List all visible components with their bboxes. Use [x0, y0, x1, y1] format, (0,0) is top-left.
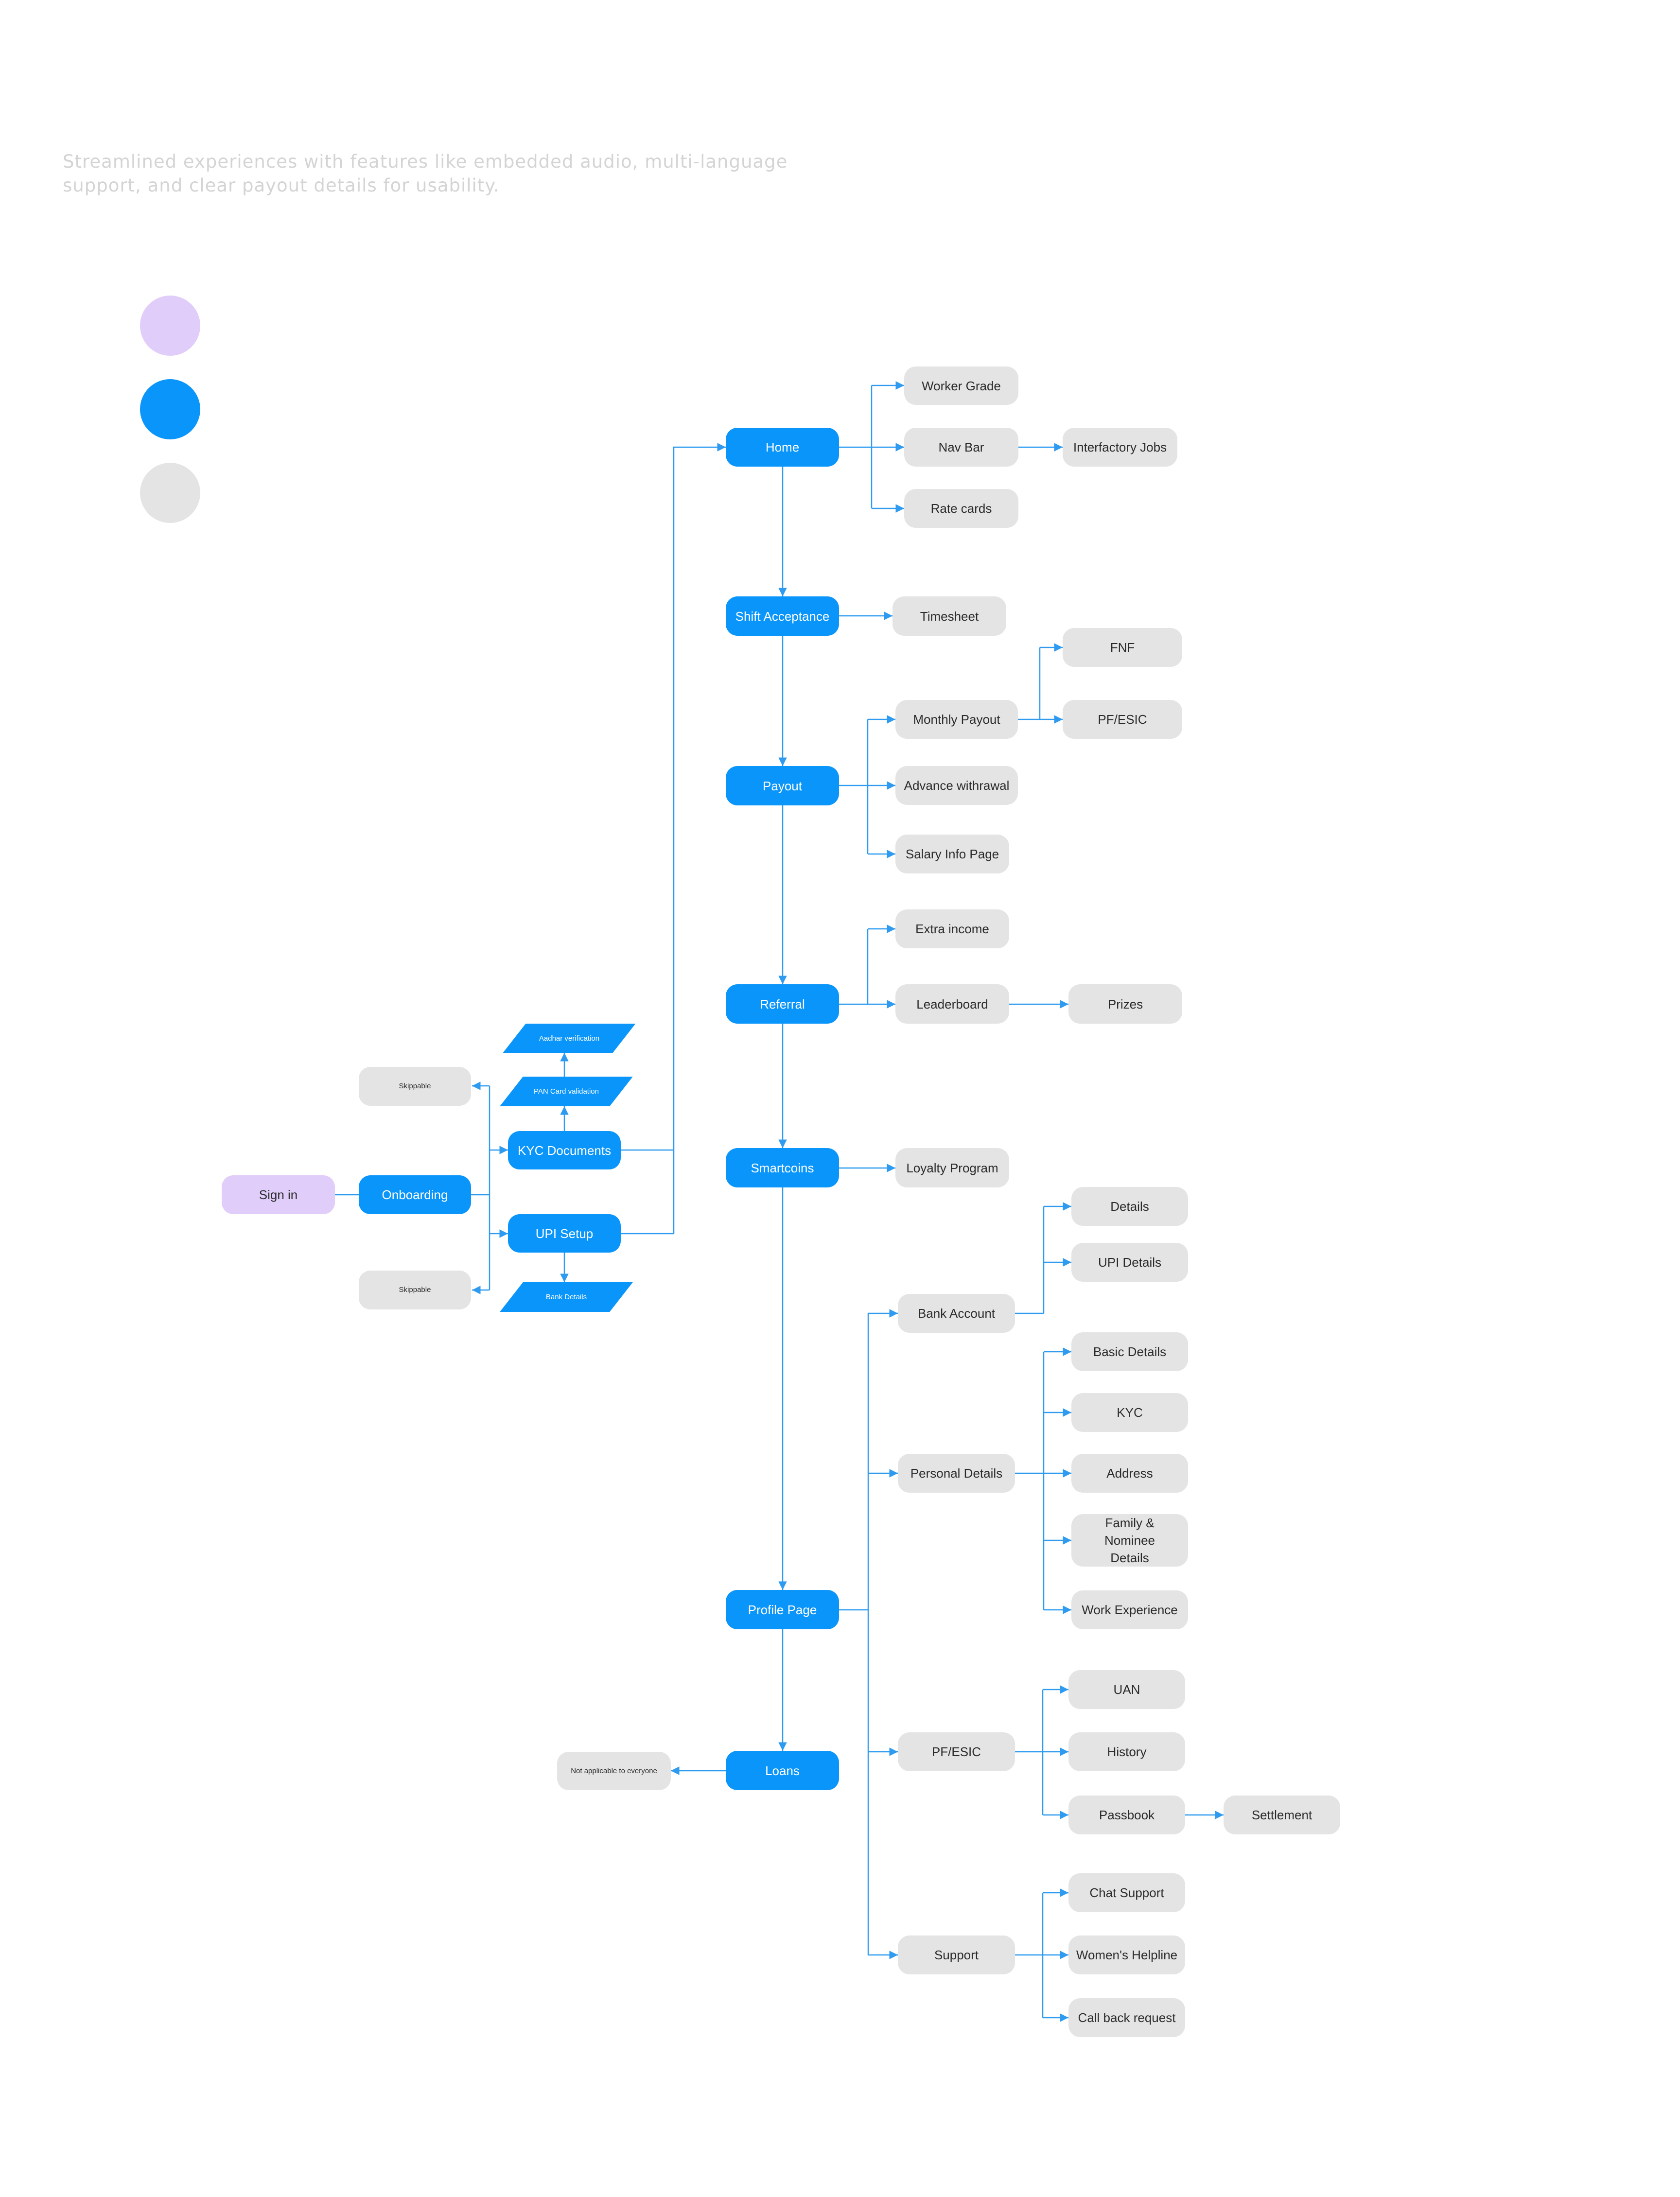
leaderboard-node[interactable]: Leaderboard: [895, 984, 1009, 1024]
pan-card-validation-node: PAN Card validation: [500, 1077, 633, 1106]
skippable-bottom-node: Skippable: [359, 1271, 471, 1309]
kyc-node[interactable]: KYC: [1071, 1393, 1188, 1432]
intro-text: Streamlined experiences with features li…: [63, 151, 788, 196]
kyc-documents-node[interactable]: KYC Documents: [508, 1131, 621, 1169]
timesheet-node[interactable]: Timesheet: [892, 596, 1006, 636]
payout-node[interactable]: Payout: [726, 766, 839, 805]
interfactory-jobs-node[interactable]: Interfactory Jobs: [1063, 428, 1177, 467]
aadhar-verification-node: Aadhar verification: [503, 1024, 636, 1053]
loans-node[interactable]: Loans: [726, 1751, 839, 1790]
call-back-request-node[interactable]: Call back request: [1068, 1998, 1185, 2037]
referral-node[interactable]: Referral: [726, 984, 839, 1024]
profile-page-node[interactable]: Profile Page: [726, 1590, 839, 1629]
legend-dot-blue: [140, 379, 200, 439]
nav-bar-node[interactable]: Nav Bar: [904, 428, 1018, 467]
uan-node[interactable]: UAN: [1068, 1670, 1185, 1709]
personal-details-node[interactable]: Personal Details: [898, 1454, 1015, 1493]
advance-withrawal-node[interactable]: Advance withrawal: [895, 766, 1018, 805]
legend-dot-gray: [140, 463, 200, 523]
passbook-node[interactable]: Passbook: [1068, 1796, 1185, 1834]
shift-acceptance-node[interactable]: Shift Acceptance: [726, 596, 839, 636]
upi-setup-node[interactable]: UPI Setup: [508, 1214, 621, 1253]
fnf-node[interactable]: FNF: [1063, 628, 1182, 667]
home-node[interactable]: Home: [726, 428, 839, 467]
support-node[interactable]: Support: [898, 1935, 1015, 1974]
prizes-node[interactable]: Prizes: [1068, 984, 1182, 1024]
onboarding-node[interactable]: Onboarding: [359, 1175, 471, 1214]
loyalty-program-node[interactable]: Loyalty Program: [895, 1148, 1009, 1187]
bank-details-node: Bank Details: [500, 1282, 633, 1312]
aadhar-verification-label: Aadhar verification: [539, 1034, 600, 1043]
upi-details-node[interactable]: UPI Details: [1071, 1243, 1188, 1282]
salary-info-page-node[interactable]: Salary Info Page: [895, 835, 1009, 873]
rate-cards-node[interactable]: Rate cards: [904, 489, 1018, 528]
address-node[interactable]: Address: [1071, 1454, 1188, 1493]
legend-dot-purple: [140, 296, 200, 356]
pan-card-validation-label: PAN Card validation: [534, 1087, 599, 1096]
monthly-payout-node[interactable]: Monthly Payout: [895, 700, 1018, 739]
settlement-node[interactable]: Settlement: [1224, 1796, 1340, 1834]
sign-in-node[interactable]: Sign in: [222, 1175, 335, 1214]
skippable-top-node: Skippable: [359, 1067, 471, 1106]
pf-esic-profile-node[interactable]: PF/ESIC: [898, 1732, 1015, 1771]
smartcoins-node[interactable]: Smartcoins: [726, 1148, 839, 1187]
extra-income-node[interactable]: Extra income: [895, 909, 1009, 948]
worker-grade-node[interactable]: Worker Grade: [904, 366, 1018, 405]
family-nominee-details-node[interactable]: Family & Nominee Details: [1071, 1514, 1188, 1567]
chat-support-node[interactable]: Chat Support: [1068, 1873, 1185, 1912]
bank-details-label: Bank Details: [545, 1293, 587, 1301]
work-experience-node[interactable]: Work Experience: [1071, 1590, 1188, 1629]
not-applicable-node: Not applicable to everyone: [557, 1752, 671, 1790]
womens-helpline-node[interactable]: Women's Helpline: [1068, 1935, 1185, 1974]
basic-details-node[interactable]: Basic Details: [1071, 1332, 1188, 1371]
pf-esic-payout-node[interactable]: PF/ESIC: [1063, 700, 1182, 739]
history-node[interactable]: History: [1068, 1732, 1185, 1771]
bank-account-node[interactable]: Bank Account: [898, 1294, 1015, 1333]
details-node[interactable]: Details: [1071, 1187, 1188, 1226]
